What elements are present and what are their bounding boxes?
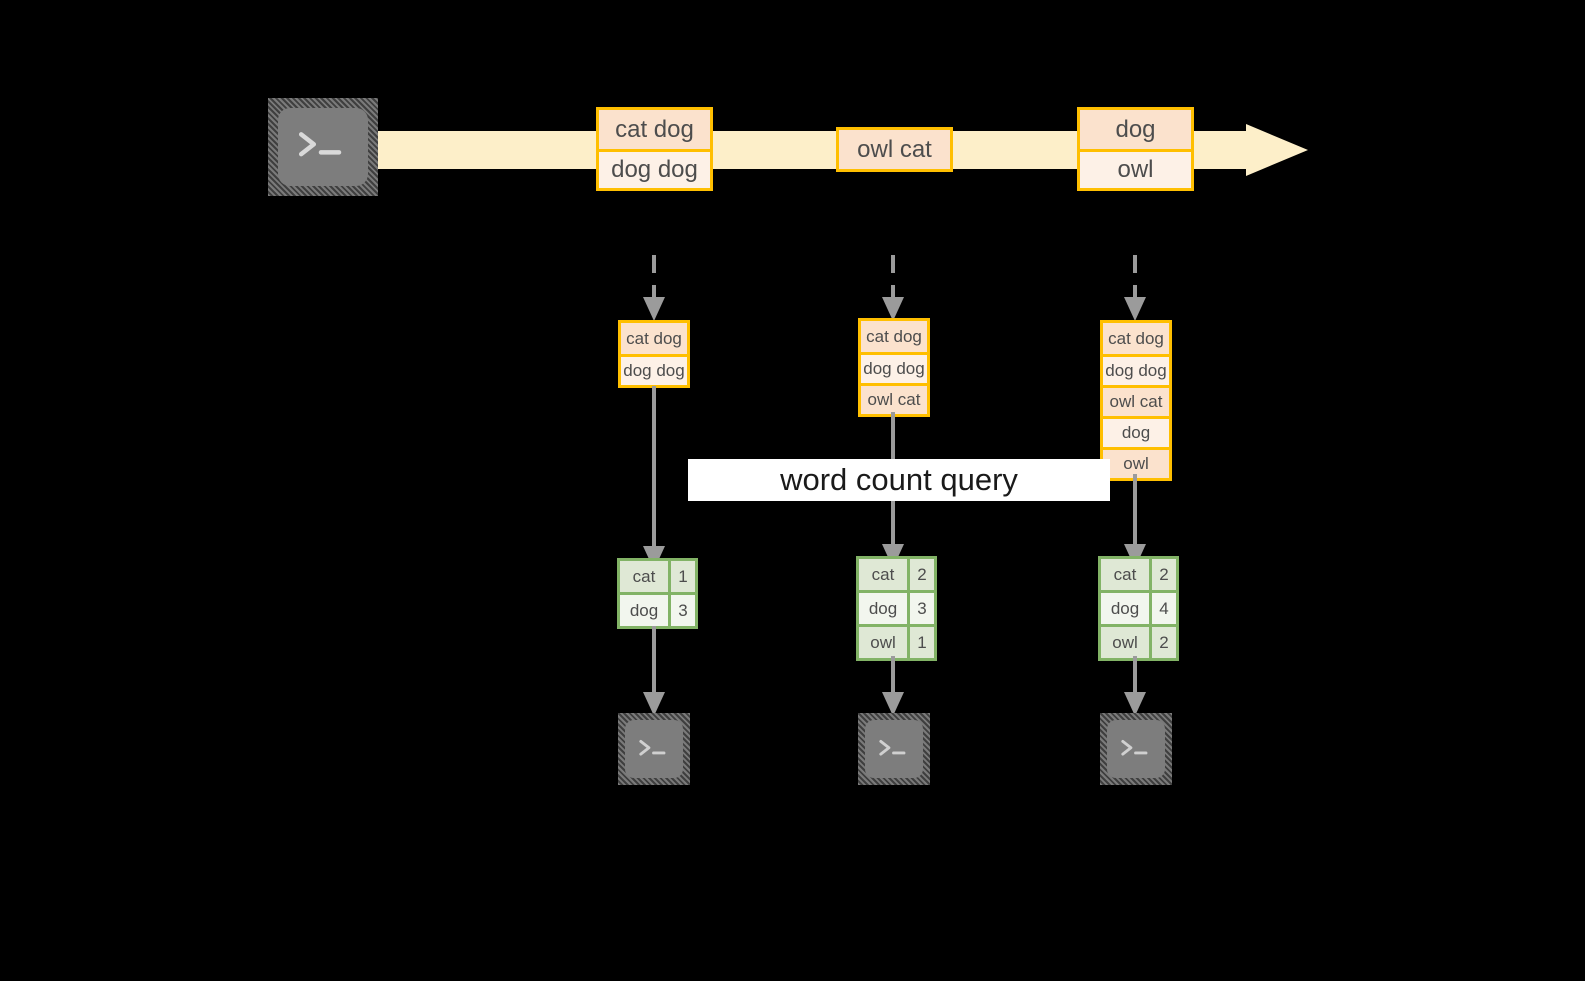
- stream-batch-1: cat dog dog dog: [596, 107, 713, 191]
- terminal-screen: [865, 720, 923, 778]
- result-2-row-1: cat 2: [859, 559, 934, 590]
- stream-batch-1-line-1: cat dog: [599, 110, 710, 149]
- snapshot-table-3: cat dog dog dog owl cat dog owl: [1100, 320, 1172, 481]
- sink-terminal-icon-3: [1100, 713, 1172, 785]
- result-1-row-2: dog 3: [620, 592, 695, 626]
- result-3-row-2-key: dog: [1101, 593, 1149, 624]
- result-1-row-1-value: 1: [668, 561, 695, 592]
- sink-terminal-icon-2: [858, 713, 930, 785]
- terminal-prompt-icon: [639, 740, 666, 756]
- snapshot-table-2: cat dog dog dog owl cat: [858, 318, 930, 417]
- snapshot-3-line-5: owl: [1103, 447, 1169, 478]
- result-1-row-2-value: 3: [668, 595, 695, 626]
- result-table-1: cat 1 dog 3: [617, 558, 698, 629]
- result-2-row-3: owl 1: [859, 624, 934, 658]
- terminal-screen: [1107, 720, 1165, 778]
- sink-terminal-icon-1: [618, 713, 690, 785]
- result-2-row-3-value: 1: [907, 627, 934, 658]
- result-1-row-1: cat 1: [620, 561, 695, 592]
- stream-batch-2-line-1: owl cat: [839, 130, 950, 169]
- terminal-prompt-icon: [1121, 740, 1148, 756]
- result-2-row-2-key: dog: [859, 593, 907, 624]
- snapshot-table-1: cat dog dog dog: [618, 320, 690, 388]
- result-3-row-2-value: 4: [1149, 593, 1176, 624]
- stream-batch-3-line-1: dog: [1080, 110, 1191, 149]
- snapshot-to-result-connector-1: [643, 386, 665, 570]
- result-to-sink-connector-3: [1124, 656, 1146, 716]
- result-3-row-1: cat 2: [1101, 559, 1176, 590]
- result-to-sink-connector-1: [643, 626, 665, 716]
- snapshot-3-line-1: cat dog: [1103, 323, 1169, 354]
- stream-batch-3: dog owl: [1077, 107, 1194, 191]
- terminal-screen: [278, 108, 368, 186]
- query-banner-label: word count query: [780, 462, 1018, 497]
- result-3-row-3-value: 2: [1149, 627, 1176, 658]
- snapshot-3-line-2: dog dog: [1103, 354, 1169, 385]
- result-3-row-2: dog 4: [1101, 590, 1176, 624]
- result-1-row-1-key: cat: [620, 561, 668, 592]
- terminal-prompt-icon: [879, 740, 906, 756]
- snapshot-3-line-4: dog: [1103, 416, 1169, 447]
- snapshot-1-line-1: cat dog: [621, 323, 687, 354]
- result-3-row-1-key: cat: [1101, 559, 1149, 590]
- result-table-2: cat 2 dog 3 owl 1: [856, 556, 937, 661]
- snapshot-2-line-1: cat dog: [861, 321, 927, 352]
- stream-batch-2: owl cat: [836, 127, 953, 172]
- snapshot-3-line-3: owl cat: [1103, 385, 1169, 416]
- result-2-row-3-key: owl: [859, 627, 907, 658]
- stream-to-snapshot-connector-1: [643, 255, 665, 321]
- source-terminal-icon: [268, 98, 378, 196]
- result-to-sink-connector-2: [882, 656, 904, 716]
- result-2-row-2-value: 3: [907, 593, 934, 624]
- terminal-prompt-icon: [299, 132, 342, 157]
- terminal-screen: [625, 720, 683, 778]
- stream-to-snapshot-connector-3: [1124, 255, 1146, 321]
- stream-batch-1-line-2: dog dog: [599, 149, 710, 188]
- result-2-row-2: dog 3: [859, 590, 934, 624]
- snapshot-2-line-2: dog dog: [861, 352, 927, 383]
- stream-to-snapshot-connector-2: [882, 255, 904, 321]
- query-banner: word count query: [688, 459, 1110, 501]
- result-table-3: cat 2 dog 4 owl 2: [1098, 556, 1179, 661]
- snapshot-2-line-3: owl cat: [861, 383, 927, 414]
- result-2-row-1-key: cat: [859, 559, 907, 590]
- snapshot-1-line-2: dog dog: [621, 354, 687, 385]
- result-3-row-3-key: owl: [1101, 627, 1149, 658]
- result-2-row-1-value: 2: [907, 559, 934, 590]
- result-3-row-1-value: 2: [1149, 559, 1176, 590]
- result-1-row-2-key: dog: [620, 595, 668, 626]
- stream-batch-3-line-2: owl: [1080, 149, 1191, 188]
- result-3-row-3: owl 2: [1101, 624, 1176, 658]
